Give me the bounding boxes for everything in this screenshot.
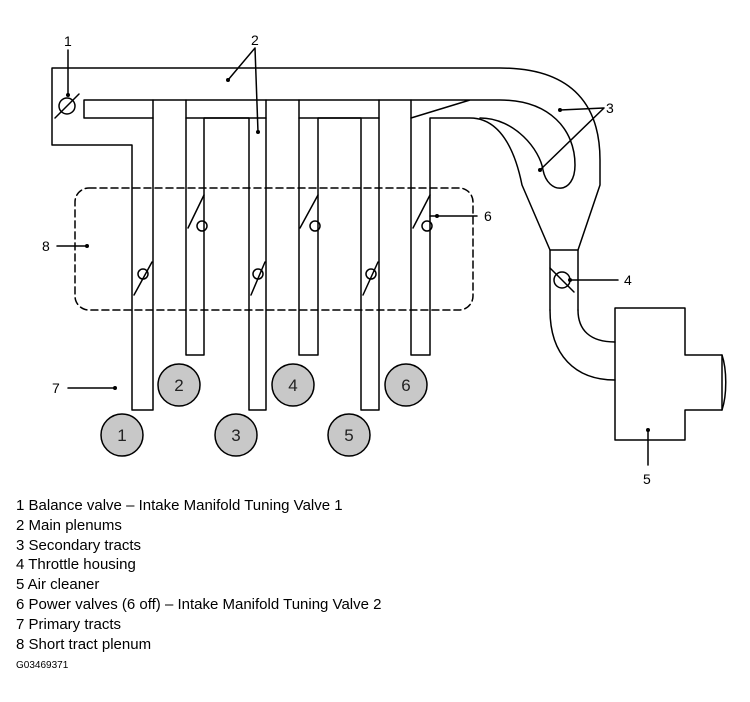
callout-4: 4 (624, 272, 632, 288)
legend-item: 7 Primary tracts (16, 615, 122, 633)
callout-5: 5 (643, 471, 651, 487)
callout-8: 8 (42, 238, 50, 254)
air-duct-bend (549, 309, 616, 381)
figure-id: G03469371 (16, 660, 69, 671)
callout-7: 7 (52, 380, 60, 396)
legend-item: 2 Main plenums (16, 516, 122, 534)
throttle-spindle (549, 267, 575, 293)
balance-valve (58, 97, 76, 115)
secondary-tracts-inner-loop (83, 99, 576, 189)
legend-item: 8 Short tract plenum (16, 635, 152, 653)
callout-2: 2 (251, 32, 259, 48)
cylinder-2-label: 2 (174, 376, 183, 395)
legend-item: 3 Secondary tracts (16, 536, 142, 554)
cylinder-5-label: 5 (344, 426, 353, 445)
legend-item: 6 Power valves (6 off) – Intake Manifold… (16, 595, 382, 613)
legend-item: 1 Balance valve – Intake Manifold Tuning… (16, 497, 343, 514)
cylinder-3-label: 3 (231, 426, 240, 445)
cylinder-4-label: 4 (288, 376, 297, 395)
legend: 1 Balance valve – Intake Manifold Tuning… (16, 496, 381, 654)
cylinder-6 (384, 363, 428, 407)
cylinder-4 (271, 363, 315, 407)
cylinder-1 (100, 413, 144, 457)
main-plenum-outline (51, 67, 601, 411)
cylinder-6-label: 6 (401, 376, 410, 395)
callout-1: 1 (64, 33, 72, 49)
air-cleaner-box (614, 307, 727, 441)
balance-valve-spindle (54, 93, 80, 119)
power-valves (133, 194, 433, 296)
short-tract-plenum (74, 187, 474, 311)
cylinder-3 (214, 413, 258, 457)
intake-manifold-diagram: 1 2 3 4 5 6 7 8 1 2 3 4 5 6 (42, 32, 727, 487)
legend-item: 5 Air cleaner (16, 576, 100, 594)
legend-item: 4 Throttle housing (16, 556, 136, 574)
cylinder-1-label: 1 (117, 426, 126, 445)
callout-6: 6 (484, 208, 492, 224)
cylinder-2 (157, 363, 201, 407)
callout-3: 3 (606, 100, 614, 116)
cylinder-5 (327, 413, 371, 457)
